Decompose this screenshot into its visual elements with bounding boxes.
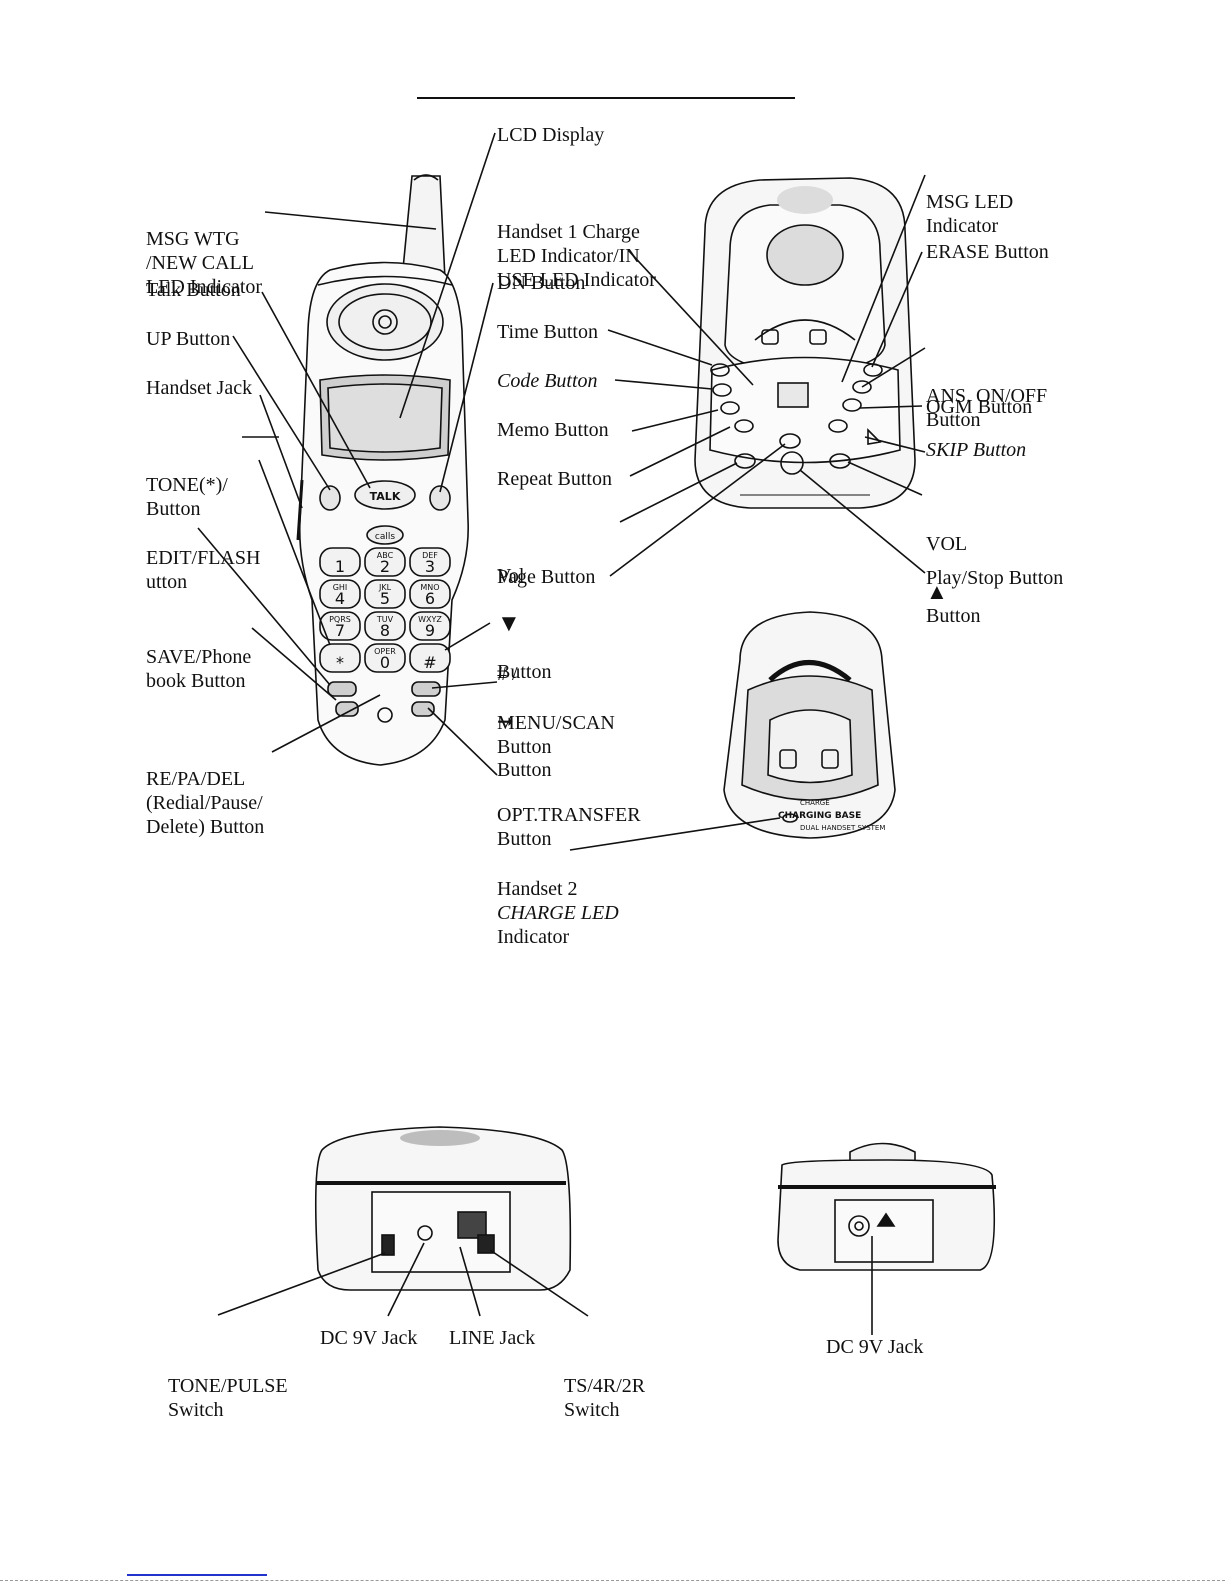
up-button-label: UP Button xyxy=(146,328,231,350)
leader-lines xyxy=(197,132,926,1335)
keypad-number: 4 xyxy=(335,589,345,608)
keypad-number: 0 xyxy=(380,653,390,672)
keypad-number: * xyxy=(336,653,344,672)
handset-jack-label: Handset Jack xyxy=(146,377,253,399)
keypad-letters: MNO xyxy=(420,583,439,592)
keypad-number: 9 xyxy=(425,621,435,640)
keypad-number: 1 xyxy=(335,557,345,576)
dc-jack-label: DC 9V Jack xyxy=(320,1327,418,1349)
code-button-label: Code Button xyxy=(497,370,598,392)
dual-handset-text: DUAL HANDSET SYSTEM xyxy=(800,824,885,832)
hash-prefix: # / xyxy=(497,663,518,685)
talk-key-label: TALK xyxy=(370,490,401,503)
keypad-number: 7 xyxy=(335,621,345,640)
charging-base-drawing xyxy=(723,611,896,839)
hash-button-label: # / ➞ Button xyxy=(497,614,551,830)
vol-up-prefix: VOL xyxy=(926,533,968,555)
keypad-letters: JKL xyxy=(378,583,392,592)
re-pa-del-label: RE/PA/DEL(Redial/Pause/Delete) Button xyxy=(146,768,265,838)
time-button-label: Time Button xyxy=(497,321,598,343)
handset-drawing xyxy=(296,174,469,766)
bottom-link-underline xyxy=(127,1574,267,1576)
keypad-letters: OPER xyxy=(374,647,396,656)
charge-text: CHARGE xyxy=(800,799,830,807)
vol-down-suffix: Button xyxy=(497,661,552,683)
lcd-display-label: LCD Display xyxy=(497,124,605,146)
keypad-letters: DEF xyxy=(422,551,438,560)
keypad-number: 3 xyxy=(425,557,435,576)
vol-down-label: Vol ▼ Button xyxy=(497,516,551,732)
vol-down-triangle-icon: ▼ xyxy=(497,611,521,637)
page-button-label: Page Button xyxy=(497,566,596,588)
keypad-number: 6 xyxy=(425,589,435,608)
right-arrow-icon: ➞ xyxy=(497,711,514,733)
vol-down-prefix: Vol xyxy=(497,565,525,587)
title-underline xyxy=(417,97,795,99)
hash-suffix: Button xyxy=(497,759,552,781)
dn-button-label: DN Button xyxy=(497,272,586,294)
rear-charger-drawing xyxy=(777,1142,996,1271)
play-stop-label: Play/Stop Button xyxy=(926,567,1064,589)
keypad-letters: ABC xyxy=(377,551,394,560)
memo-button-label: Memo Button xyxy=(497,419,609,441)
base-drawing xyxy=(694,177,916,509)
calls-key-label: calls xyxy=(375,532,395,542)
charging-base-text: CHARGING BASE xyxy=(778,811,861,821)
keypad-letters: GHI xyxy=(333,583,348,592)
line-jack-label: LINE Jack xyxy=(449,1327,536,1349)
repeat-button-label: Repeat Button xyxy=(497,468,612,490)
keypad-letters: TUV xyxy=(376,615,394,624)
keypad-number: 2 xyxy=(380,557,390,576)
ogm-button-label: OGM Button xyxy=(926,396,1033,418)
skip-button-label: SKIP Button xyxy=(926,439,1027,461)
tone-button-label: TONE(*)/Button xyxy=(146,474,228,520)
talk-button-label: Talk Button xyxy=(146,279,241,301)
keypad-number: 5 xyxy=(380,589,390,608)
vol-up-label: VOL ▲Button xyxy=(926,484,980,676)
keypad-letters: WXYZ xyxy=(418,615,442,624)
vol-up-triangle-icon: ▲ xyxy=(926,579,948,604)
vol-up-suffix: Button xyxy=(926,605,981,627)
keypad-number: 8 xyxy=(380,621,390,640)
keypad-number: # xyxy=(423,653,436,672)
keypad-letters: PQRS xyxy=(329,615,351,624)
erase-button-label: ERASE Button xyxy=(926,241,1049,263)
page-break-line xyxy=(0,1580,1225,1581)
charger-dc-jack-label: DC 9V Jack xyxy=(826,1336,924,1358)
rear-base-drawing xyxy=(314,1126,572,1291)
